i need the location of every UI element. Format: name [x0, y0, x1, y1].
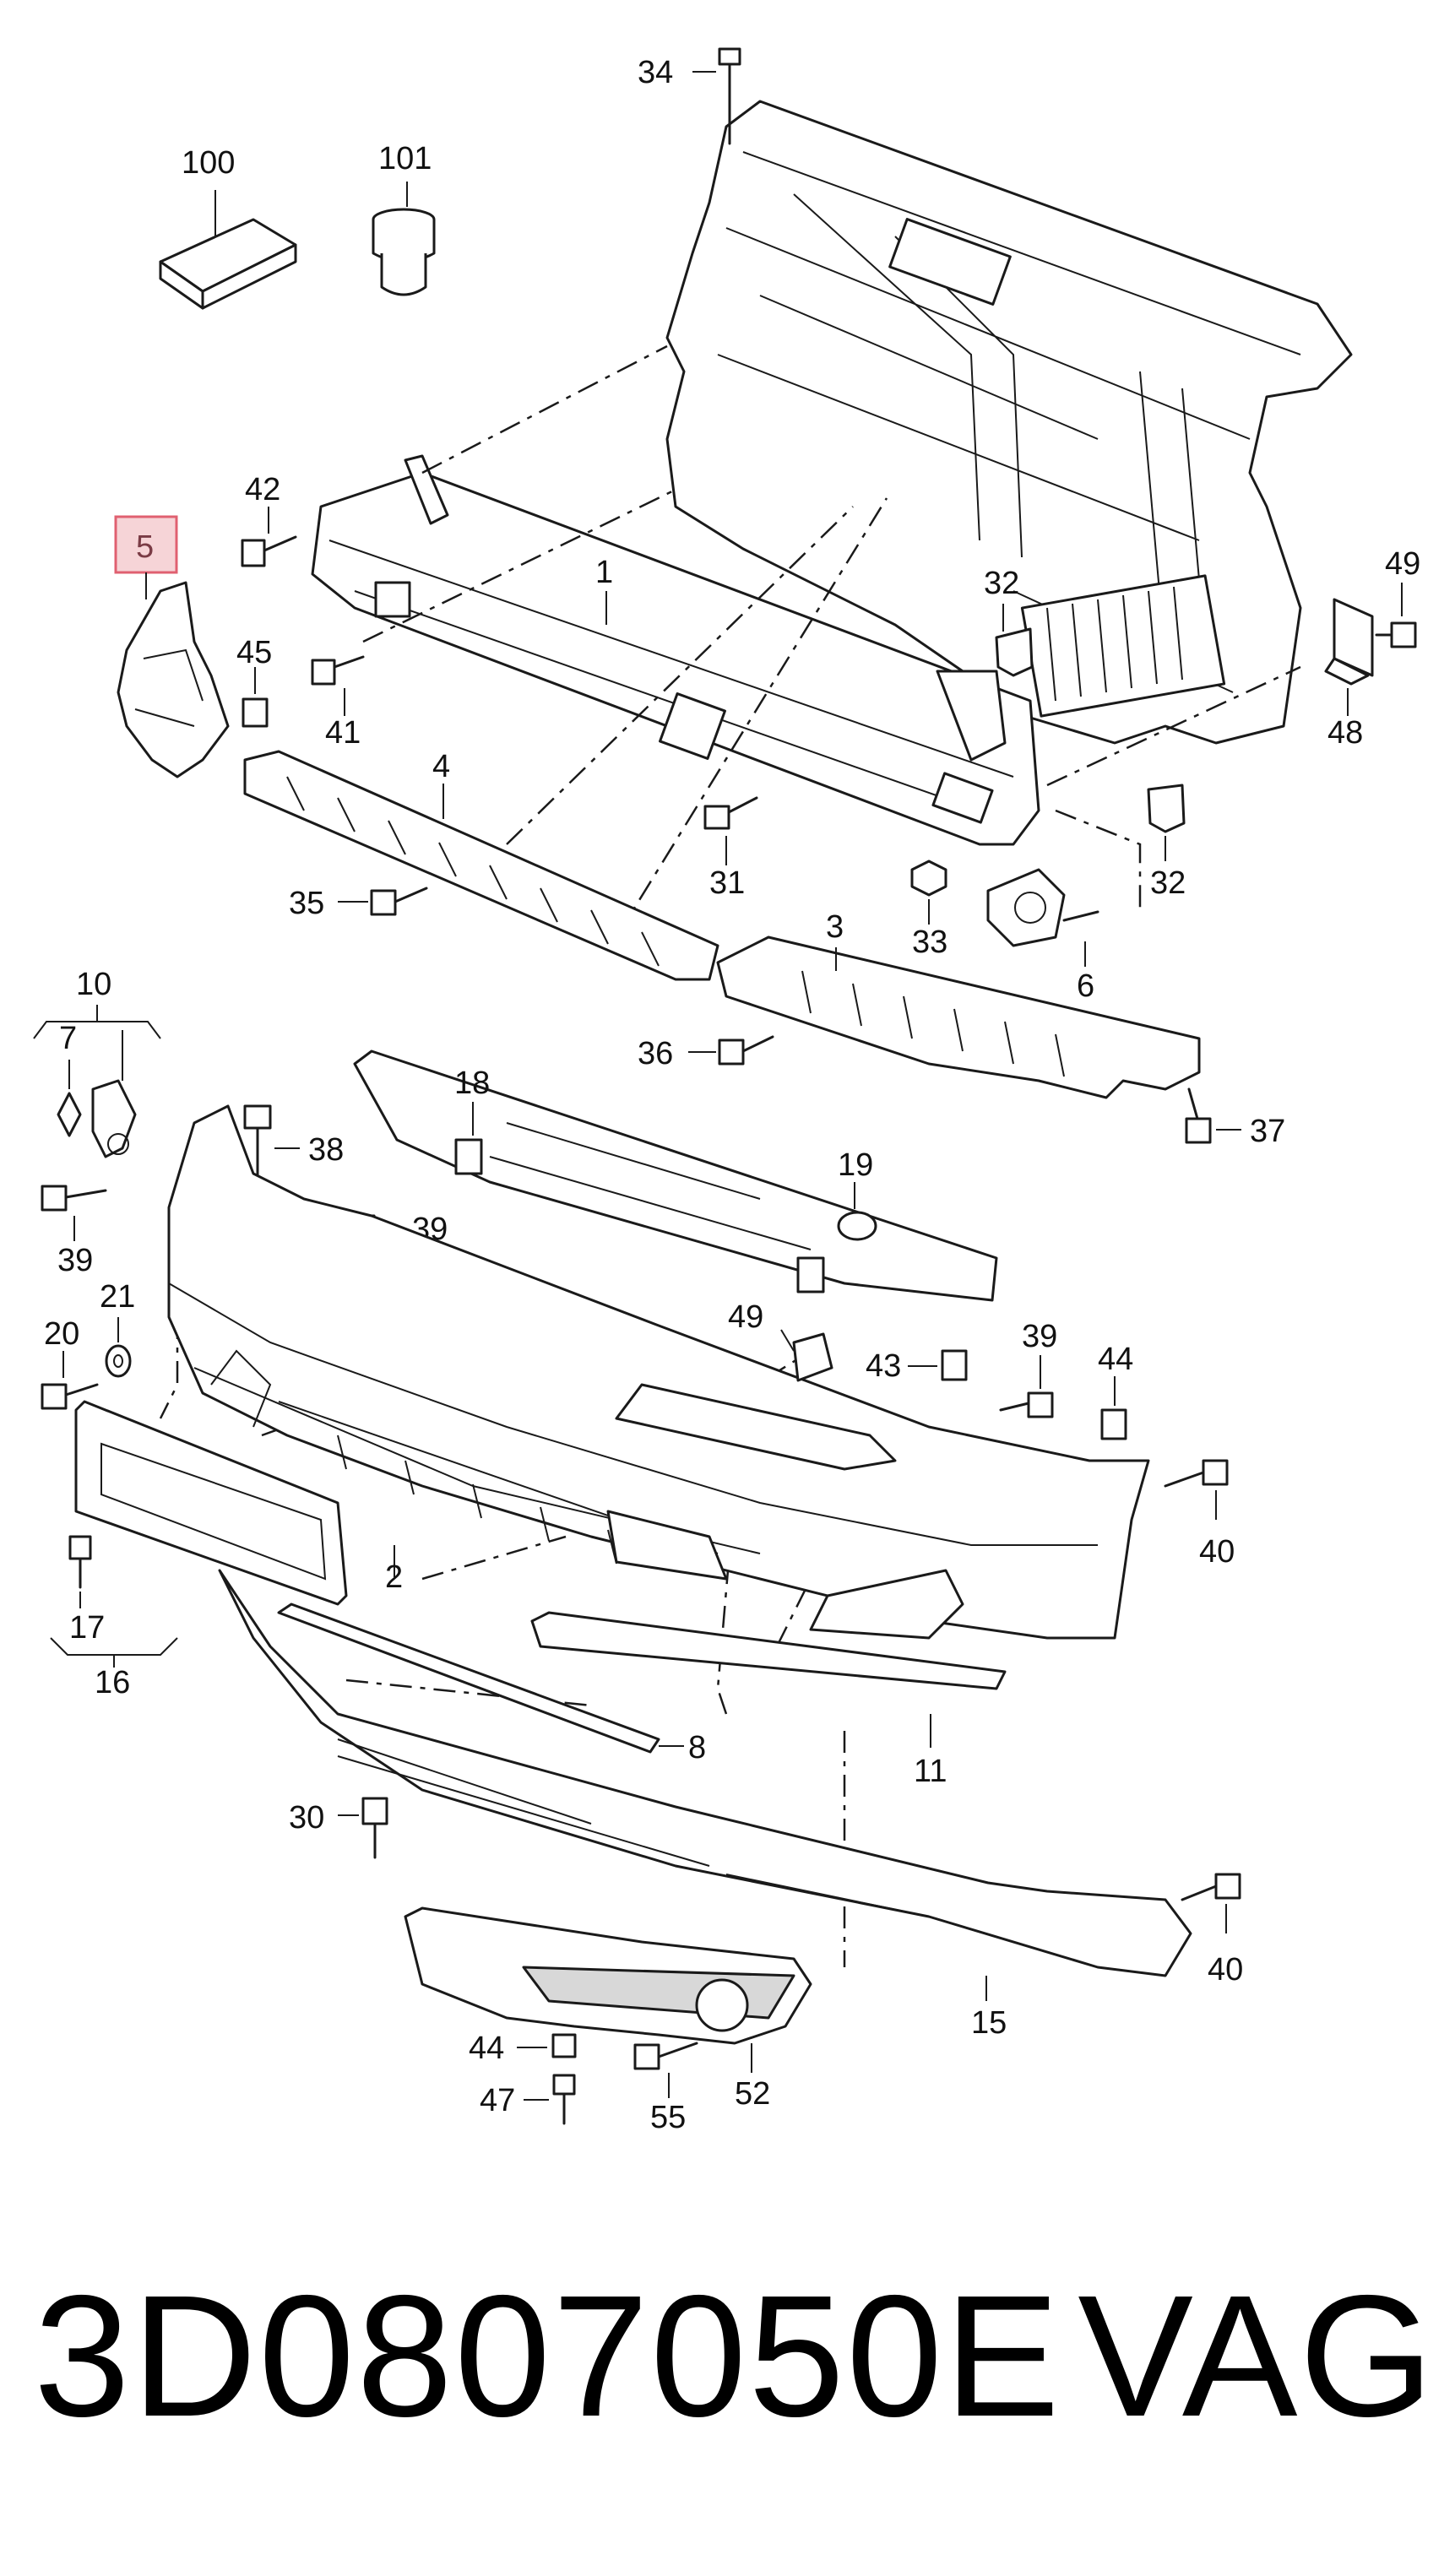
- plate-holder-16: [74, 1400, 348, 1606]
- callout-48: 48: [1327, 715, 1363, 751]
- bolt-31-icon: [703, 796, 758, 830]
- bolt-40a-icon: [1164, 1459, 1229, 1488]
- callout-18: 18: [454, 1066, 490, 1101]
- front-end-carrier: [665, 100, 1353, 745]
- part-5-bracket: [117, 581, 230, 778]
- callout-31: 31: [709, 865, 745, 901]
- callout-43: 43: [866, 1348, 901, 1384]
- callout-55: 55: [650, 2100, 686, 2135]
- callout-101: 101: [378, 141, 432, 176]
- callout-52: 52: [735, 2076, 770, 2112]
- trim-strip-11: [530, 1611, 1007, 1690]
- clip-44a-icon: [1100, 1408, 1127, 1440]
- bolt-42-icon: [241, 535, 297, 567]
- cap-19-icon: [837, 1211, 877, 1241]
- callout-41: 41: [325, 715, 361, 751]
- callout-3: 3: [826, 909, 844, 945]
- callout-35: 35: [289, 886, 324, 921]
- exploded-parts-diagram: 34 100 101 1: [33, 47, 1420, 2135]
- callout-38: 38: [308, 1132, 344, 1168]
- bracket-48-icon: [1324, 598, 1374, 686]
- bolt-40b-icon: [1181, 1873, 1241, 1901]
- callout-47: 47: [480, 2083, 515, 2118]
- bumper-cover-2: [167, 1104, 1150, 1640]
- bolt-37-icon: [1185, 1087, 1212, 1144]
- fog-grille-52: [404, 1906, 812, 2045]
- emblem-7-icon: [57, 1092, 82, 1137]
- callout-21: 21: [100, 1279, 135, 1315]
- bracket-49b-icon: [792, 1332, 833, 1382]
- callout-44a: 44: [1098, 1342, 1133, 1377]
- callout-16: 16: [95, 1665, 130, 1700]
- bolt-39a-icon: [41, 1185, 107, 1212]
- callout-7: 7: [59, 1021, 77, 1056]
- bolt-39c-icon: [999, 1391, 1054, 1418]
- part-number: 3D0807050E: [34, 2259, 1061, 2453]
- callout-40a: 40: [1199, 1534, 1235, 1570]
- callout-2: 2: [385, 1559, 403, 1595]
- bolt-20-icon: [41, 1383, 99, 1410]
- clip-45-icon: [242, 697, 269, 728]
- callout-20: 20: [44, 1316, 79, 1352]
- washer-21-icon: [105, 1344, 132, 1378]
- bolt-41-icon: [311, 655, 365, 686]
- clip-32a-icon: [995, 627, 1034, 677]
- bumper-beam: [311, 454, 1040, 846]
- bolt-35-icon: [370, 887, 428, 916]
- bolt-34-icon: [718, 47, 741, 145]
- callout-45: 45: [236, 635, 272, 670]
- lower-spoiler-15: [218, 1569, 1192, 1977]
- callout-34: 34: [638, 55, 673, 90]
- clip-44b-icon: [551, 2033, 577, 2058]
- callout-36: 36: [638, 1036, 673, 1071]
- bracket-16-group: [50, 1637, 178, 1668]
- fastener-17-icon: [68, 1535, 92, 1589]
- part-caption: 3D0807050E VAG: [34, 2246, 1436, 2465]
- bolt-30-icon: [361, 1797, 388, 1859]
- bolt-38-icon: [243, 1104, 272, 1184]
- nut-33-icon: [910, 860, 947, 897]
- impact-absorber-4: [243, 750, 719, 981]
- bolt-36-icon: [718, 1035, 774, 1066]
- callout-4: 4: [432, 749, 450, 784]
- grille-18: [353, 1049, 998, 1302]
- bolt-55-icon: [633, 2042, 698, 2070]
- callout-40b: 40: [1208, 1952, 1243, 1988]
- bolt-49a-icon: [1375, 621, 1417, 648]
- callout-44b: 44: [469, 2031, 504, 2066]
- callout-1: 1: [595, 555, 613, 590]
- highlight-callout-5: 5: [114, 515, 178, 599]
- trim-strip-8: [277, 1603, 660, 1754]
- callout-33: 33: [912, 925, 947, 960]
- callout-17: 17: [69, 1610, 105, 1646]
- callout-19: 19: [838, 1147, 873, 1183]
- callout-8: 8: [688, 1730, 706, 1765]
- callout-30: 30: [289, 1800, 324, 1836]
- callout-32a: 32: [984, 566, 1019, 601]
- callout-42: 42: [245, 472, 280, 507]
- callout-49b: 49: [728, 1299, 763, 1335]
- clip-43-icon: [941, 1349, 968, 1381]
- callout-37: 37: [1250, 1114, 1285, 1149]
- part-100-box-icon: [159, 218, 297, 310]
- emblem-group-bracket: [33, 1005, 161, 1039]
- callout-6: 6: [1077, 968, 1094, 1004]
- callout-49a: 49: [1385, 546, 1420, 582]
- bolt-47-icon: [552, 2074, 576, 2125]
- clip-32b-icon: [1147, 784, 1186, 833]
- part-101-cap-icon: [372, 208, 436, 296]
- buffer-6-icon: [986, 868, 1099, 947]
- callout-11: 11: [914, 1754, 947, 1789]
- callout-100: 100: [182, 145, 235, 181]
- callout-39a: 39: [57, 1243, 93, 1278]
- callout-39c: 39: [1022, 1319, 1057, 1354]
- bracket-3: [716, 935, 1201, 1099]
- callout-5: 5: [136, 529, 154, 565]
- emblem-holder-10-icon: [91, 1079, 137, 1158]
- brand-label: VAG: [1078, 2259, 1436, 2453]
- callout-10: 10: [76, 967, 111, 1002]
- callout-15: 15: [971, 2005, 1007, 2041]
- callout-32b: 32: [1150, 865, 1186, 901]
